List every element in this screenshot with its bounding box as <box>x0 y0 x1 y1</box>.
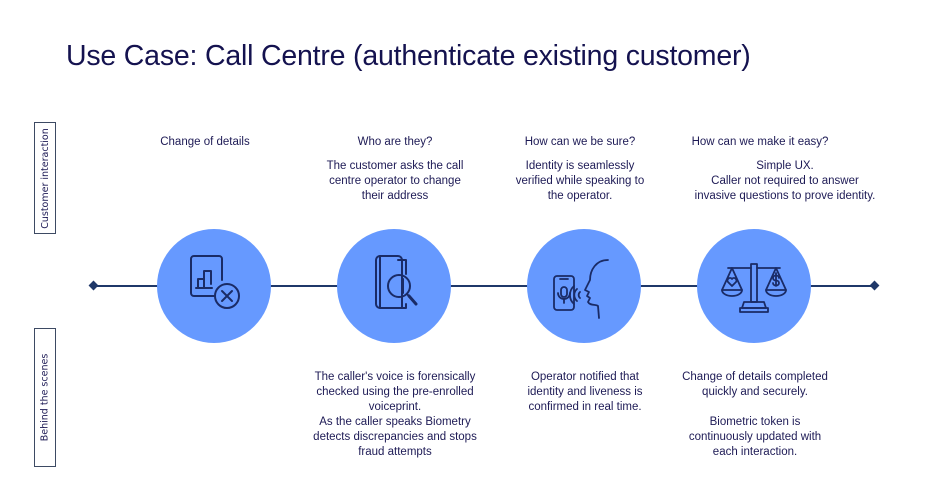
step-2-behind-line: The caller's voice is forensically <box>314 371 476 383</box>
step-4-heading: How can we make it easy? <box>691 136 829 148</box>
step-1-circle <box>157 229 271 343</box>
timeline-start-marker <box>88 280 99 291</box>
step-4-customer-line: Caller not required to answer <box>711 175 859 187</box>
step-4-behind-line: continuously updated with <box>688 431 822 443</box>
timeline-line <box>93 285 875 287</box>
step-2-customer-line: centre operator to change <box>329 175 461 187</box>
step-3-behind-line: identity and liveness is <box>527 386 643 398</box>
step-2-behind-line: fraud attempts <box>358 446 432 458</box>
step-3-heading: How can we be sure? <box>524 136 636 148</box>
step-4-behind-line: Biometric token is <box>709 416 801 428</box>
voice-phone-icon <box>553 259 609 319</box>
step-2-customer-line: their address <box>361 190 429 202</box>
step-1-heading: Change of details <box>160 136 250 148</box>
step-2-customer-text: The customer asks the call centre operat… <box>295 159 495 204</box>
step-4-circle <box>697 229 811 343</box>
book-search-icon <box>375 255 418 309</box>
step-2-behind-line: checked using the pre-enrolled <box>316 386 474 398</box>
step-2-behind-line: voiceprint. <box>368 401 422 413</box>
step-4-behind-text: Change of details completed quickly and … <box>670 370 840 460</box>
step-2-circle <box>337 229 451 343</box>
step-3-behind-line: Operator notified that <box>530 371 640 383</box>
behind-the-scenes-text: Behind the scenes <box>39 353 51 442</box>
step-3-customer-text: Identity is seamlessly verified while sp… <box>480 159 680 204</box>
step-4-behind-line: quickly and securely. <box>702 386 808 398</box>
step-4-behind-line: Change of details completed <box>682 371 828 383</box>
customer-interaction-label: Customer interaction <box>34 122 56 234</box>
step-2-customer-line: The customer asks the call <box>326 160 464 172</box>
step-3-circle <box>527 229 641 343</box>
page-title: Use Case: Call Centre (authenticate exis… <box>66 40 751 72</box>
step-3-customer-line: the operator. <box>547 190 613 202</box>
step-4-customer-line: Simple UX. <box>756 160 814 172</box>
step-2-heading: Who are they? <box>357 136 433 148</box>
balance-scale-icon <box>721 263 787 313</box>
step-4-customer-line: invasive questions to prove identity. <box>694 190 876 202</box>
step-4-behind-spacer <box>670 400 840 415</box>
step-4-customer-text: Simple UX. Caller not required to answer… <box>665 159 905 204</box>
step-2-behind-line: As the caller speaks Biometry <box>319 416 471 428</box>
step-2-behind-line: detects discrepancies and stops <box>313 431 477 443</box>
timeline-end-marker <box>869 280 880 291</box>
step-4-behind-line: each interaction. <box>712 446 798 458</box>
step-3-behind-line: confirmed in real time. <box>528 401 642 413</box>
step-3-behind-text: Operator notified that identity and live… <box>495 370 675 415</box>
step-3-customer-line: Identity is seamlessly <box>525 160 635 172</box>
behind-the-scenes-label: Behind the scenes <box>34 328 56 467</box>
step-2-behind-text: The caller's voice is forensically check… <box>290 370 500 460</box>
customer-interaction-text: Customer interaction <box>39 127 51 229</box>
step-3-customer-line: verified while speaking to <box>515 175 645 187</box>
report-cancel-icon <box>190 255 240 309</box>
